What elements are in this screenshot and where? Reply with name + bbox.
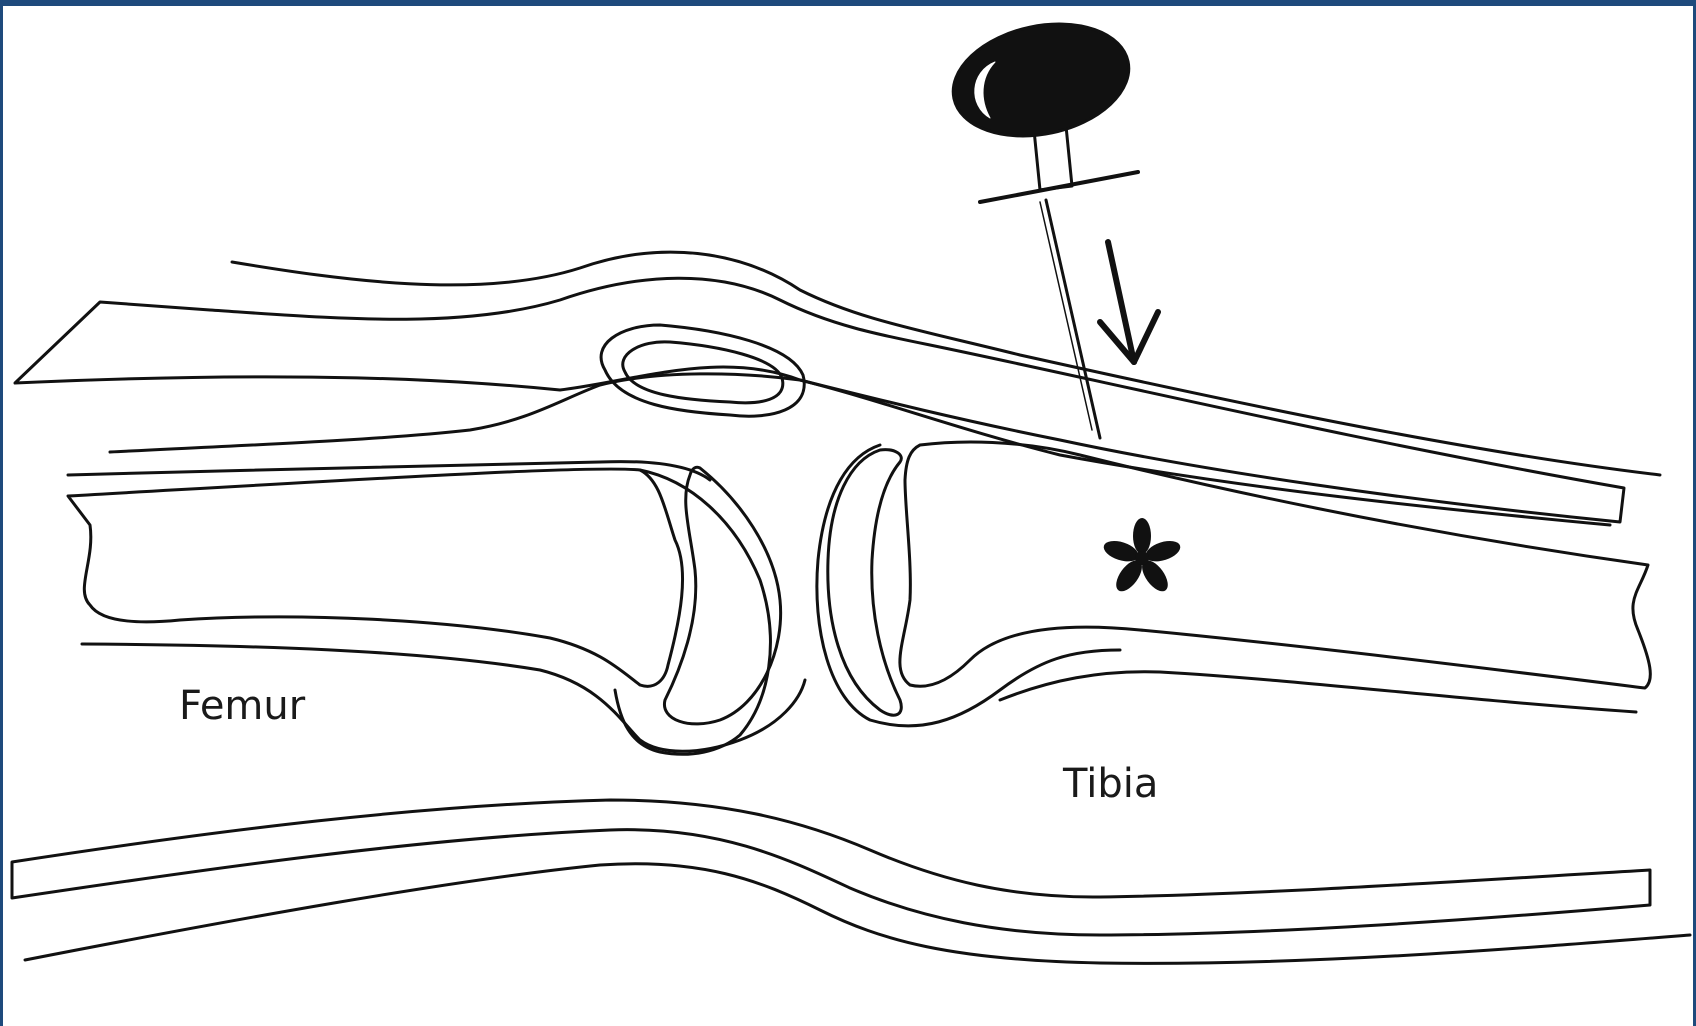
patellar-tendon-line (110, 374, 1610, 525)
syringe-bulb (943, 9, 1140, 152)
posterior-skin-line (25, 864, 1690, 964)
tibial-plateau-line (817, 445, 1120, 726)
patella-inner (623, 342, 783, 403)
tibial-condyle (828, 450, 901, 716)
patella (601, 325, 804, 416)
tibia-lower-cortex (1000, 672, 1636, 712)
asterisk-icon (1101, 518, 1183, 596)
femur-label: Femur (179, 686, 305, 726)
tibia-label: Tibia (1063, 764, 1158, 804)
syringe-needle-inner (1040, 202, 1092, 430)
syringe-needle (1046, 200, 1100, 438)
arrow-down-icon (1100, 242, 1158, 362)
